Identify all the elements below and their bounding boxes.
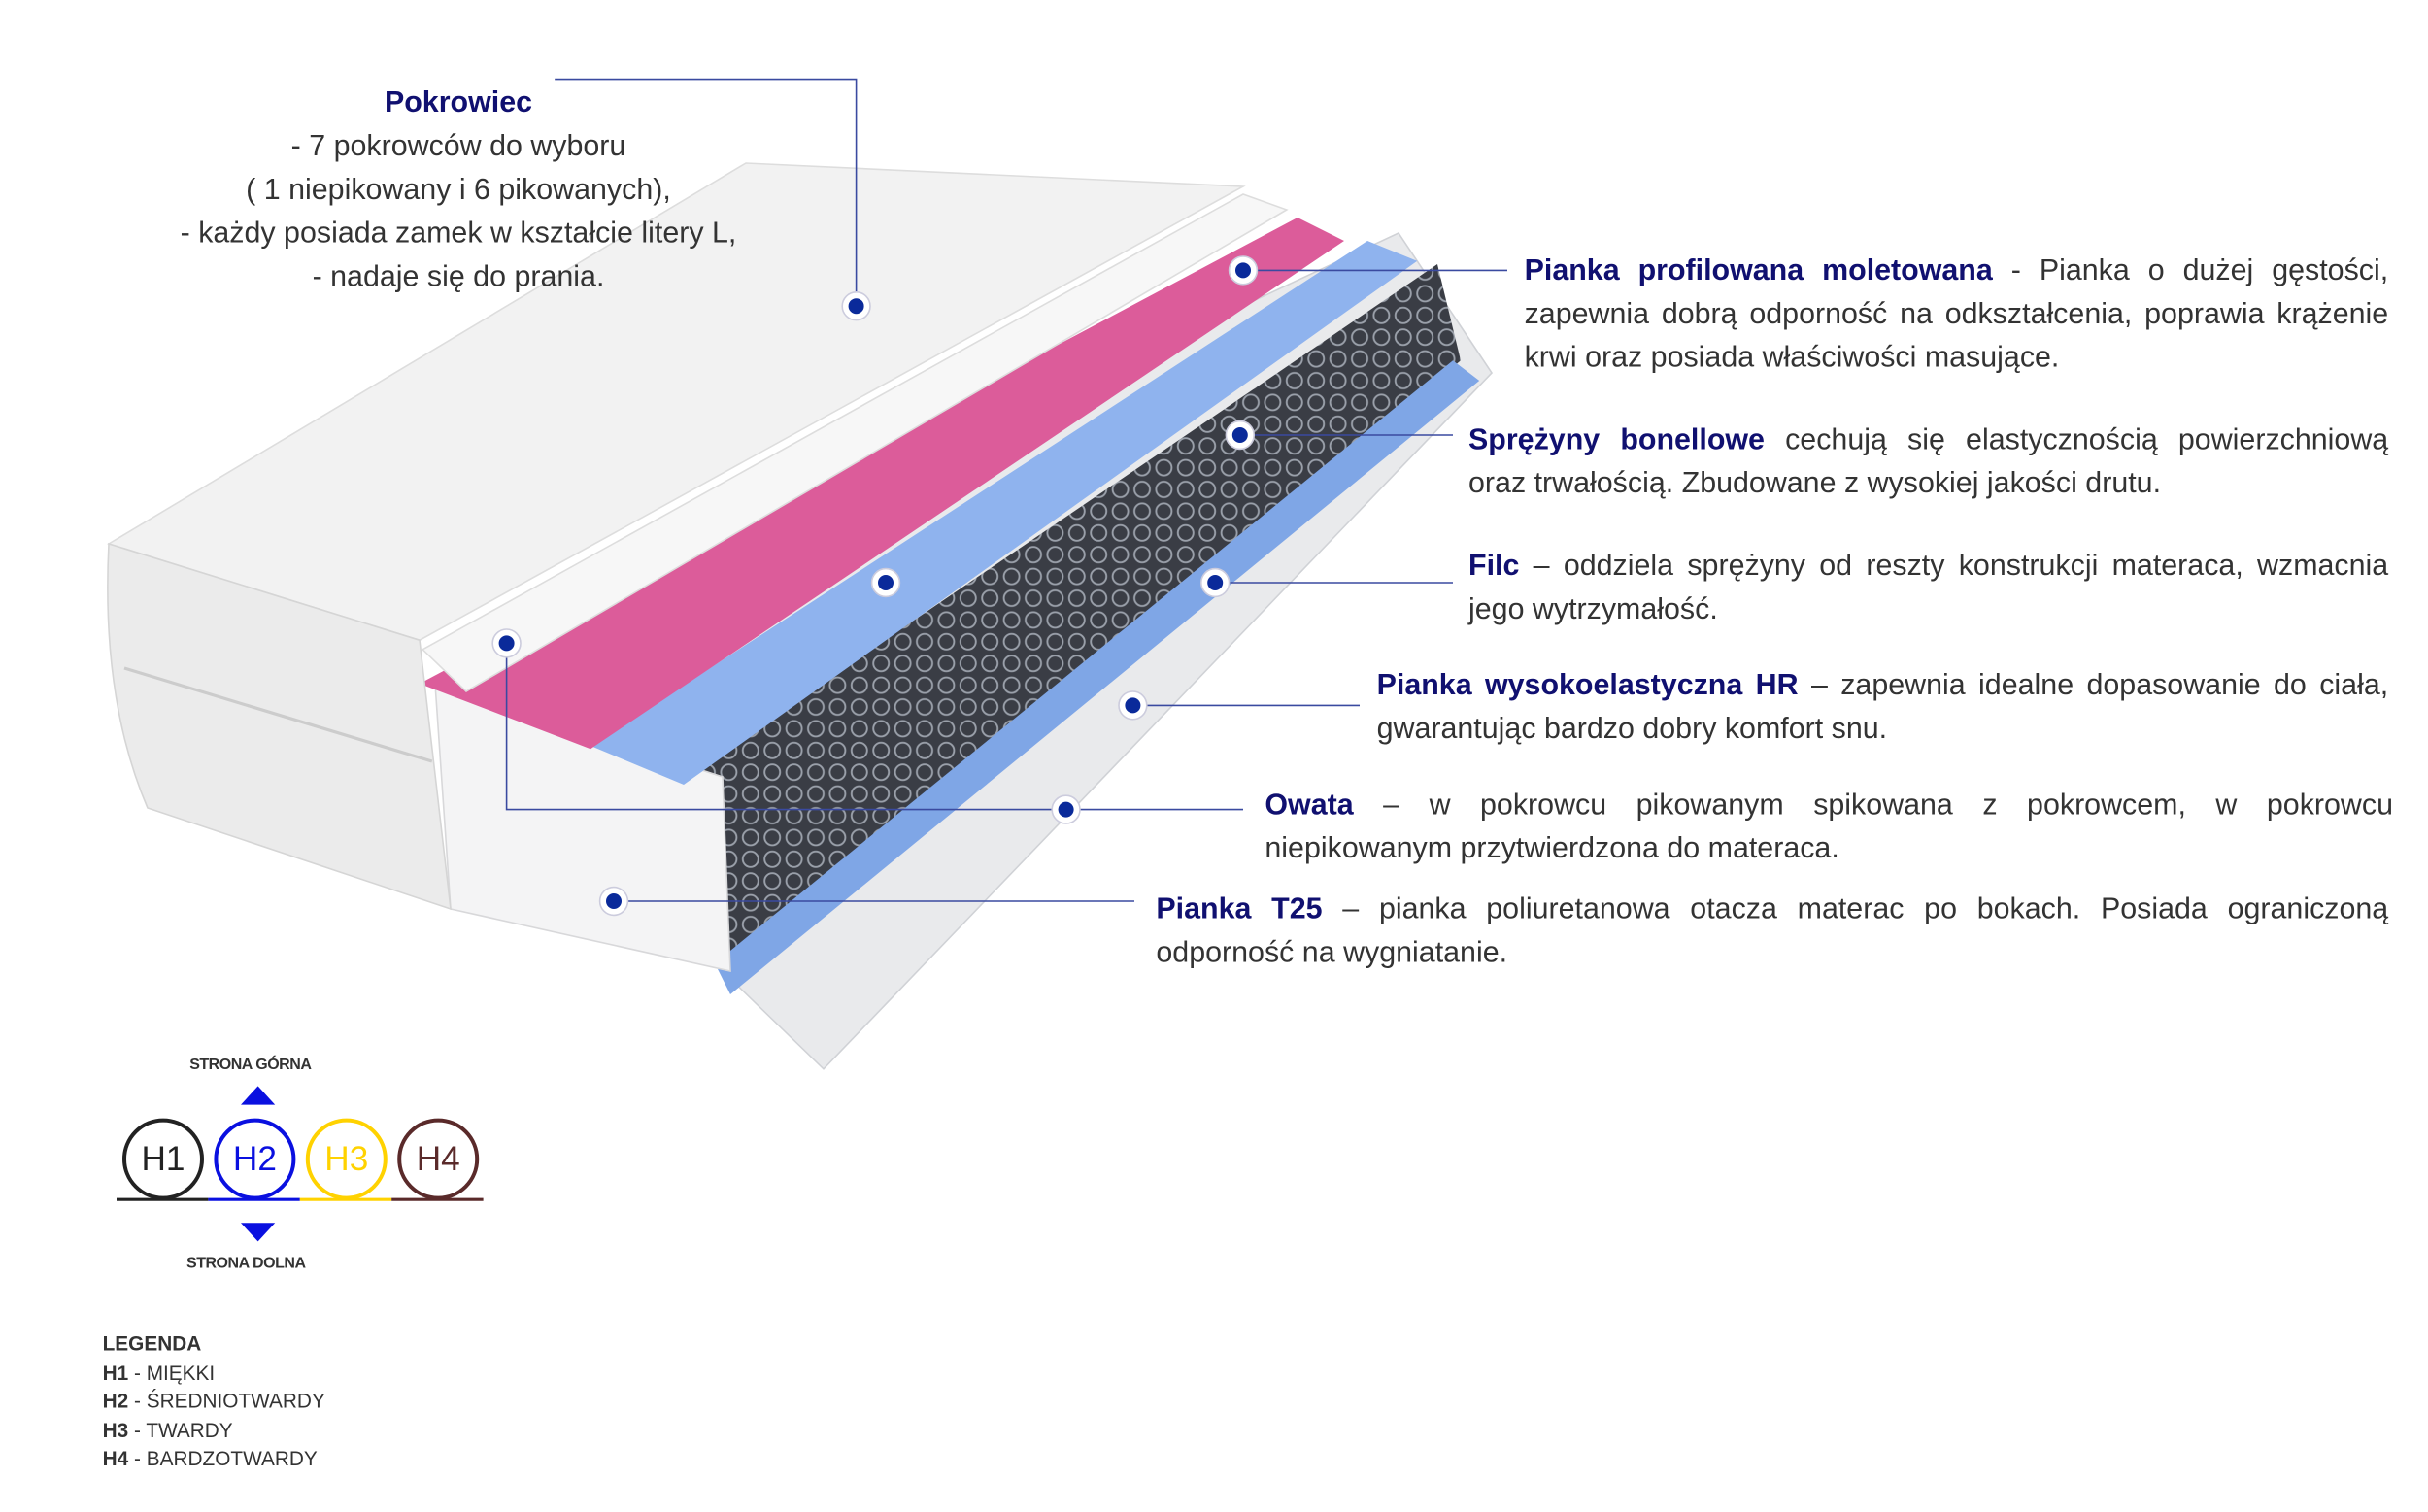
legend-item: H3 - TWARDY (102, 1418, 233, 1441)
profiled-foam (420, 218, 1344, 750)
layer-desc-springs: Sprężyny bonellowe cechują się elastyczn… (1468, 420, 2388, 507)
cover-line: ( 1 niepikowany i 6 pikowanych), (246, 174, 671, 207)
arrow-down-icon (241, 1223, 276, 1242)
felt-layer (590, 241, 1418, 785)
layer-desc-wadding: Owata – w pokrowcu pikowanym spikowana z… (1265, 785, 2393, 872)
arrow-up-icon (241, 1086, 276, 1105)
layer-text: - Pianka o dużej gęstości, zapewnia dobr… (1524, 254, 2389, 375)
callout-markers (491, 255, 1259, 917)
layer-name: Pianka T25 (1156, 893, 1323, 926)
legend-title: LEGENDA (102, 1331, 202, 1356)
legend-item: H2 - ŚREDNIOTWARDY (102, 1389, 325, 1413)
legend-code: H2 (102, 1389, 129, 1413)
cover-line: - nadaje się do prania. (312, 260, 605, 294)
legend-desc: MIĘKKI (146, 1360, 216, 1384)
legend-code: H3 (102, 1418, 129, 1441)
layer-name: Pianka wysokoelastyczna HR (1376, 669, 1799, 703)
legend-desc: TWARDY (146, 1418, 233, 1441)
layer-name: Pianka profilowana moletowana (1524, 254, 1993, 287)
hardness-h2: H2 (232, 1138, 277, 1178)
bottom-felt (715, 360, 1480, 994)
legend-item: H1 - MIĘKKI (102, 1360, 216, 1384)
layer-desc-hr-foam: Pianka wysokoelastyczna HR – zapewnia id… (1377, 665, 2389, 753)
cover-title: Pokrowiec (384, 86, 533, 120)
legend-desc: BARDZOTWARDY (146, 1446, 318, 1470)
layer-text: – zapewnia idealne dopasowanie do ciała,… (1376, 669, 2389, 746)
layer-text: cechują się elastycznością powierzchniow… (1468, 423, 2389, 501)
callout-lines (505, 78, 1508, 902)
bonnell-springs (684, 264, 1461, 963)
legend: LEGENDA H1 - MIĘKKI H2 - ŚREDNIOTWARDY H… (103, 1330, 325, 1474)
cover-line: - każdy posiada zamek w kształcie litery… (180, 218, 737, 251)
layer-desc-profiled-foam: Pianka profilowana moletowana - Pianka o… (1525, 251, 2389, 381)
layer-name: Sprężyny bonellowe (1468, 423, 1765, 457)
hardness-h1: H1 (141, 1138, 185, 1178)
layer-desc-t25-foam: Pianka T25 – pianka poliuretanowa otacza… (1156, 889, 2388, 976)
layer-desc-felt: Filc – oddziela sprężyny od reszty konst… (1468, 546, 2388, 633)
layer-text: – w pokrowcu pikowanym spikowana z pokro… (1265, 789, 2393, 866)
hardness-scale (117, 1086, 484, 1242)
top-layer (421, 193, 1289, 692)
hardness-h4: H4 (416, 1138, 460, 1178)
layer-name: Filc (1468, 550, 1520, 583)
legend-code: H1 (102, 1360, 129, 1384)
legend-desc: ŚREDNIOTWARDY (146, 1389, 325, 1413)
cover-callout: Pokrowiec - 7 pokrowców do wyboru ( 1 ni… (93, 83, 824, 300)
legend-item: H4 - BARDZOTWARDY (102, 1446, 318, 1470)
top-side-label: STRONA GÓRNA (189, 1057, 312, 1074)
legend-code: H4 (102, 1446, 129, 1470)
layer-name: Owata (1265, 789, 1354, 823)
bottom-side-label: STRONA DOLNA (186, 1255, 306, 1273)
layer-text: – pianka poliuretanowa otacza materac po… (1156, 893, 2389, 970)
cover-line: - 7 pokrowców do wyboru (290, 130, 626, 163)
hardness-h3: H3 (324, 1138, 369, 1178)
mattress-cover-side (107, 542, 452, 911)
layer-text: – oddziela sprężyny od reszty konstrukcj… (1468, 550, 2389, 626)
